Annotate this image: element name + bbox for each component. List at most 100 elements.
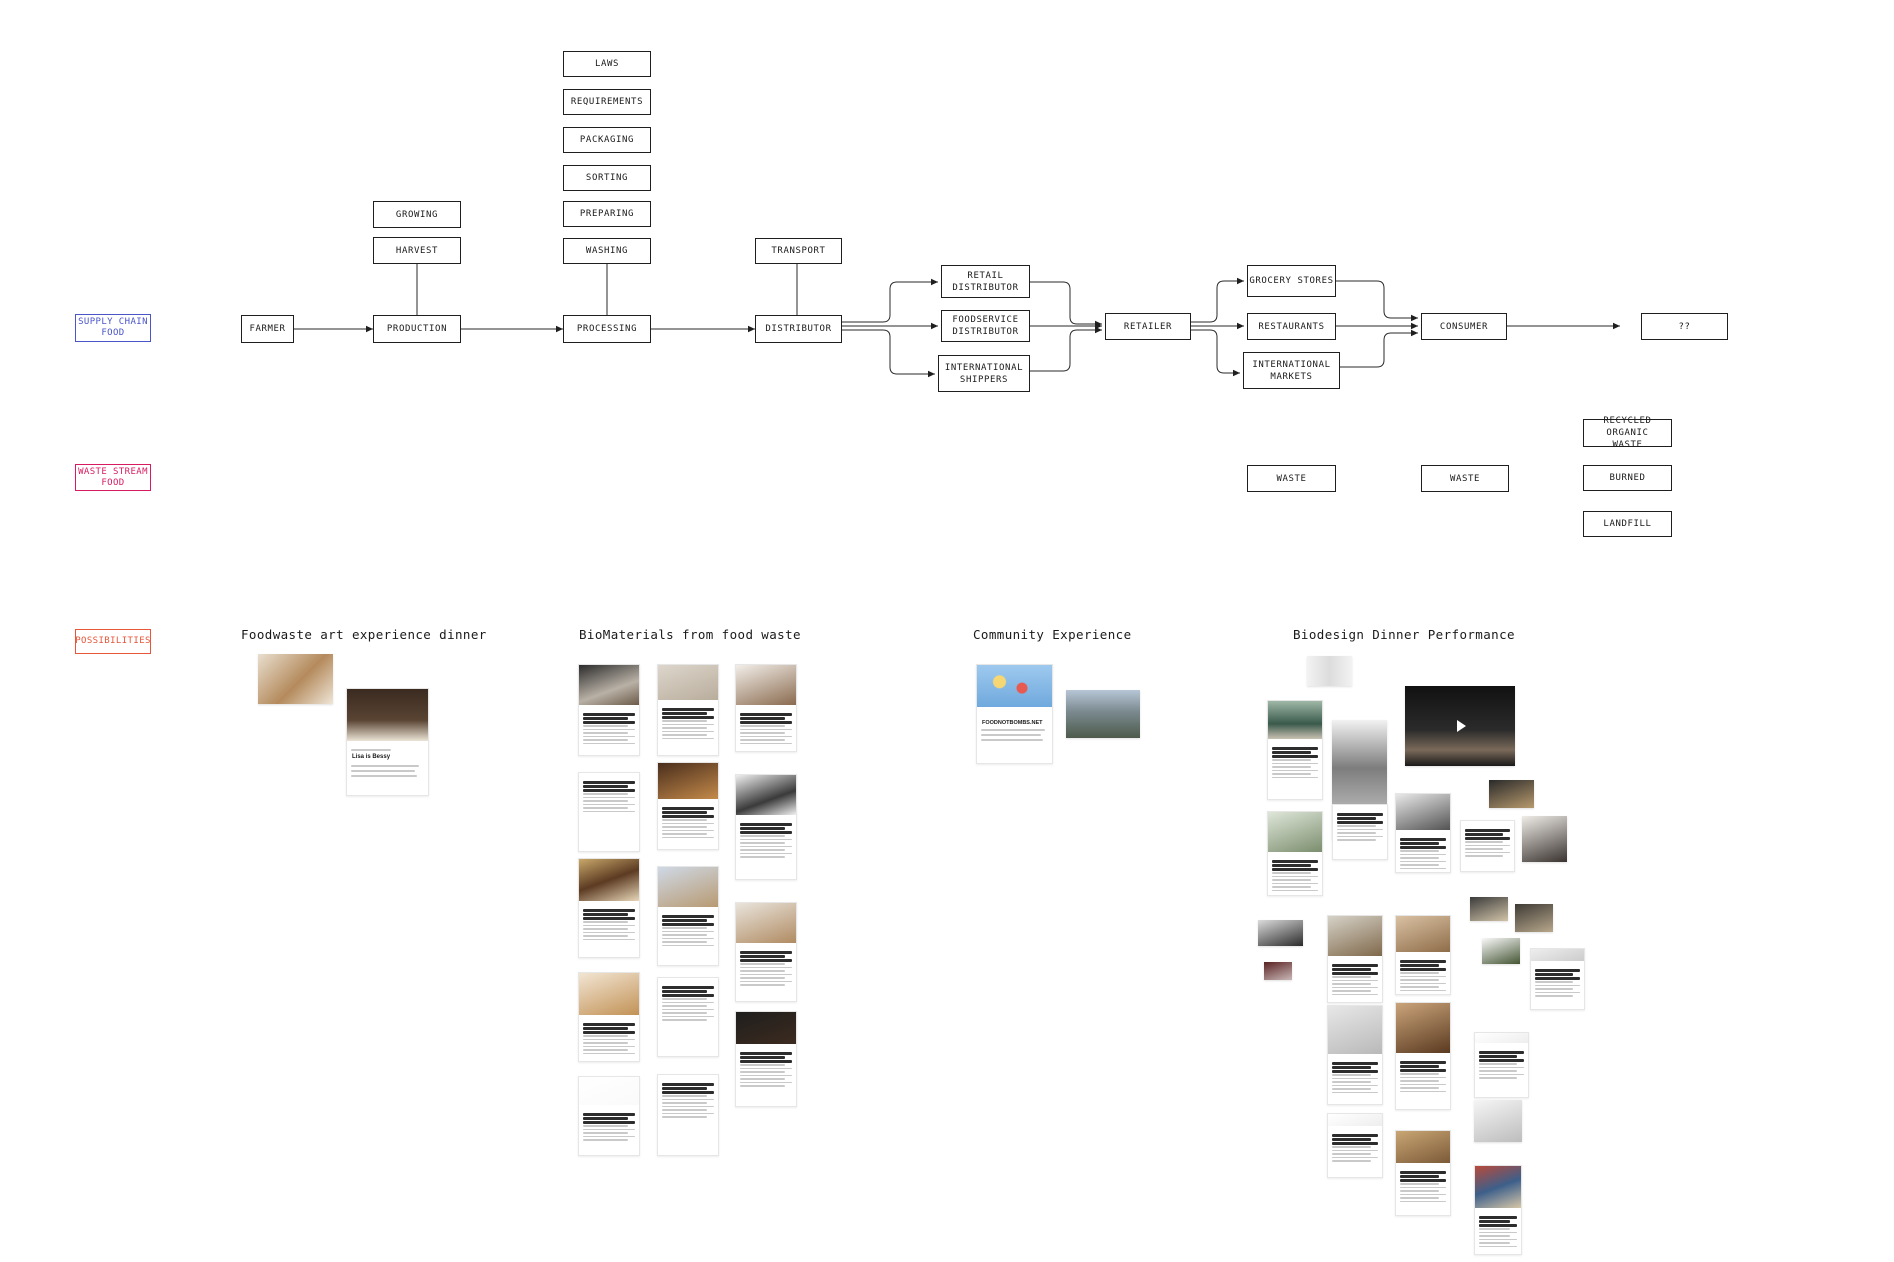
article-card[interactable] (1395, 1130, 1451, 1216)
node-harvest[interactable]: HARVEST (373, 237, 461, 264)
lane-supply-chain[interactable]: SUPPLY CHAIN FOOD (75, 314, 151, 342)
node-international-shippers[interactable]: INTERNATIONAL SHIPPERS (938, 355, 1030, 392)
image-thumbnail[interactable] (1522, 816, 1567, 862)
card-text-line (1479, 1077, 1517, 1079)
article-card[interactable] (1395, 1002, 1451, 1110)
node-sorting[interactable]: SORTING (563, 165, 651, 191)
card-text-line (740, 725, 785, 727)
image-thumbnail[interactable] (1515, 904, 1553, 932)
article-card[interactable] (578, 858, 640, 958)
article-card[interactable] (1395, 915, 1451, 995)
card-text-line (662, 737, 714, 739)
node-distributor[interactable]: DISTRIBUTOR (755, 315, 842, 343)
node-washing[interactable]: WASHING (563, 238, 651, 264)
card-text-line (1332, 1149, 1378, 1151)
node-landfill[interactable]: LANDFILL (1583, 511, 1672, 537)
lane-possibilities[interactable]: POSSIBILITIES (75, 629, 151, 654)
card-text-line (1400, 1083, 1446, 1085)
card-text-line (662, 730, 714, 732)
article-card[interactable] (578, 972, 640, 1062)
article-card[interactable] (1327, 915, 1383, 1003)
article-card[interactable] (1460, 820, 1515, 872)
card-text-line (583, 1139, 628, 1141)
node-processing[interactable]: PROCESSING (563, 315, 651, 343)
card-text-line (1332, 986, 1378, 988)
card-text-line (662, 941, 707, 943)
card-text-line (1400, 1200, 1446, 1202)
node-consumer[interactable]: CONSUMER (1421, 313, 1507, 340)
article-card[interactable] (1474, 1032, 1529, 1098)
node-international-markets[interactable]: INTERNATIONAL MARKETS (1243, 352, 1340, 389)
article-card[interactable] (578, 664, 640, 756)
article-card[interactable] (735, 774, 797, 880)
image-thumbnail[interactable] (1482, 938, 1520, 964)
card-text-line (1332, 1084, 1378, 1086)
card-title-line (583, 917, 635, 920)
node-requirements[interactable]: REQUIREMENTS (563, 89, 651, 115)
card-text-line (662, 1116, 707, 1118)
community-photo[interactable] (1066, 690, 1140, 738)
node-restaurants[interactable]: RESTAURANTS (1247, 313, 1336, 340)
play-icon[interactable] (1457, 720, 1466, 732)
article-card[interactable] (657, 977, 719, 1057)
node-farmer[interactable]: FARMER (241, 315, 294, 343)
article-card[interactable] (657, 664, 719, 756)
node-packaging[interactable]: PACKAGING (563, 127, 651, 153)
article-card[interactable] (735, 902, 797, 1002)
image-thumbnail[interactable] (1258, 920, 1303, 946)
article-card[interactable] (657, 1074, 719, 1156)
article-card[interactable]: Lisa is Bessy (346, 688, 429, 796)
card-text-line (1465, 844, 1510, 846)
image-thumbnail[interactable] (1470, 897, 1508, 921)
article-card[interactable] (1395, 793, 1451, 873)
article-card[interactable] (657, 762, 719, 850)
article-card[interactable] (1474, 1165, 1522, 1255)
node-transport[interactable]: TRANSPORT (755, 238, 842, 264)
node-unknown[interactable]: ?? (1641, 313, 1728, 340)
card-text-line (1337, 828, 1383, 830)
node-preparing[interactable]: PREPARING (563, 201, 651, 227)
image-thumbnail[interactable] (1474, 1100, 1522, 1142)
node-waste-consumer[interactable]: WASTE (1421, 465, 1509, 492)
node-production[interactable]: PRODUCTION (373, 315, 461, 343)
card-title-line (662, 915, 714, 918)
article-card[interactable] (735, 664, 797, 752)
article-card[interactable] (735, 1011, 797, 1107)
video-thumbnail[interactable] (1405, 686, 1515, 766)
node-laws[interactable]: LAWS (563, 51, 651, 77)
card-text-line (740, 842, 785, 844)
node-retailer[interactable]: RETAILER (1105, 313, 1191, 340)
article-card[interactable] (1327, 1005, 1383, 1105)
foodnotbombs-card[interactable]: FOODNOTBOMBS.NET (976, 664, 1053, 764)
article-card[interactable] (657, 866, 719, 966)
article-card[interactable] (578, 1076, 640, 1156)
node-recycled-organic-waste[interactable]: RECYCLED ORGANIC WASTE (1583, 416, 1672, 450)
card-title-line (1272, 868, 1318, 871)
node-growing[interactable]: GROWING (373, 201, 461, 228)
card-text-line (662, 836, 714, 838)
image-thumbnail[interactable] (1307, 656, 1352, 686)
card-text-line (583, 742, 635, 744)
card-text-line (1535, 984, 1580, 986)
article-card[interactable] (1267, 811, 1323, 896)
image-thumbnail[interactable] (1264, 962, 1292, 980)
card-title-line (583, 1121, 635, 1124)
lane-waste-stream[interactable]: WASTE STREAM FOOD (75, 464, 151, 491)
node-foodservice-distributor[interactable]: FOODSERVICE DISTRIBUTOR (941, 310, 1030, 342)
node-retail-distributor[interactable]: RETAIL DISTRIBUTOR (941, 265, 1030, 298)
article-card[interactable] (1327, 1113, 1383, 1178)
node-burned[interactable]: BURNED (1583, 465, 1672, 491)
node-waste-retail[interactable]: WASTE (1247, 465, 1336, 492)
article-card[interactable] (578, 772, 640, 852)
article-card[interactable] (1530, 948, 1585, 1010)
card-image (736, 903, 796, 943)
image-thumbnail[interactable] (1489, 780, 1534, 808)
card-title-line (662, 1083, 714, 1086)
image-thumbnail[interactable] (258, 654, 333, 704)
article-card[interactable] (1332, 804, 1388, 860)
card-title-line (1332, 1142, 1378, 1145)
edge-grocery-consumer (1336, 280, 1418, 322)
article-card[interactable] (1267, 700, 1323, 800)
card-title-line (1400, 1179, 1446, 1182)
node-grocery-stores[interactable]: GROCERY STORES (1247, 265, 1336, 297)
